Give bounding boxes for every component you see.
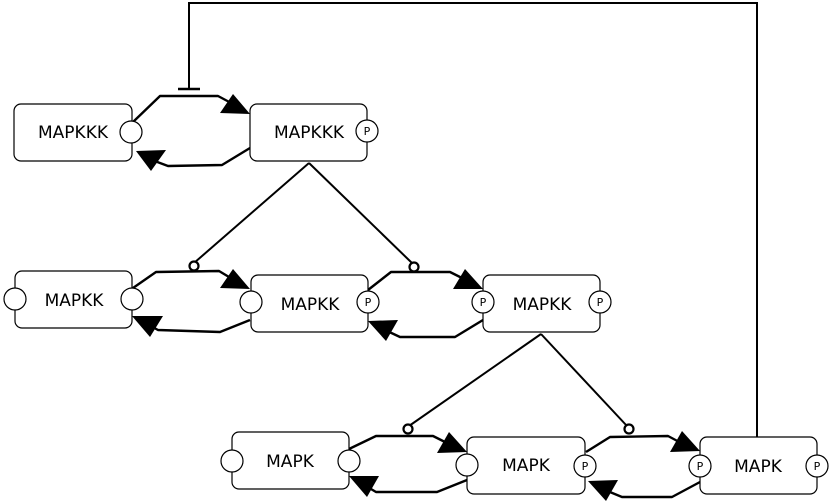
catalysis-circle [408,261,420,273]
phosphate-site-circle [356,290,380,314]
catalysis-edge-mapkk-to-mapk-first [408,333,542,427]
phosphate-label: P [814,460,821,473]
phosphate-label: P [582,460,589,473]
conversion-mapk-first [348,432,468,497]
catalysis-edge-mapkk-to-mapk-second [540,333,628,427]
conversion-mapk-second [585,431,701,501]
conversion-mapkk-first [132,269,251,337]
node-label: MAPK [734,457,783,477]
node-mapkk-diphosphorylated: MAPKK P P [471,274,612,333]
phosphate-site-circle [588,290,612,314]
phosphate-site-circle [688,454,712,478]
empty-site-circle [239,290,263,314]
phosphate-site-circle [355,119,379,143]
catalysis-circle [188,260,200,272]
node-mapkkk-phosphorylated: MAPKKK P [249,103,379,162]
catalysis-edge-mapkkk-to-mapkk-first [193,162,310,264]
node-label: MAPKK [513,295,573,315]
phosphate-site-circle [471,290,495,314]
catalysis-circle [402,423,414,435]
empty-site-circle [3,287,27,311]
phosphate-label: P [697,460,704,473]
empty-site-circle [220,449,244,473]
node-mapkkk-unphosphorylated: MAPKKK [13,103,143,162]
phosphate-label: P [597,296,604,309]
empty-site-circle [119,120,143,144]
node-label: MAPKKK [274,123,345,143]
node-mapk-diphosphorylated: MAPK P P [688,436,829,495]
conversion-mapkk-second [367,269,484,341]
node-mapkk-monophosphorylated: MAPKK P [239,274,380,333]
phosphate-site-circle [805,454,829,478]
node-mapkk-unphosphorylated: MAPKK [3,270,144,329]
conversion-mapkkk [132,94,251,171]
node-label: MAPKK [45,291,105,311]
phosphate-label: P [365,296,372,309]
node-label: MAPK [266,452,315,472]
node-mapk-monophosphorylated: MAPK P [455,436,597,495]
node-label: MAPK [502,456,551,476]
empty-site-circle [337,449,361,473]
catalysis-circle [623,423,635,435]
catalysis-edge-mapkkk-to-mapkk-second [308,162,414,265]
phosphate-site-circle [573,454,597,478]
empty-site-circle [120,287,144,311]
phosphate-label: P [364,125,371,138]
inhibition-feedback-edge [188,2,758,437]
node-label: MAPKKK [38,123,109,143]
empty-site-circle [455,453,479,477]
node-label: MAPKK [281,295,341,315]
node-mapk-unphosphorylated: MAPK [220,431,361,490]
phosphate-label: P [480,296,487,309]
